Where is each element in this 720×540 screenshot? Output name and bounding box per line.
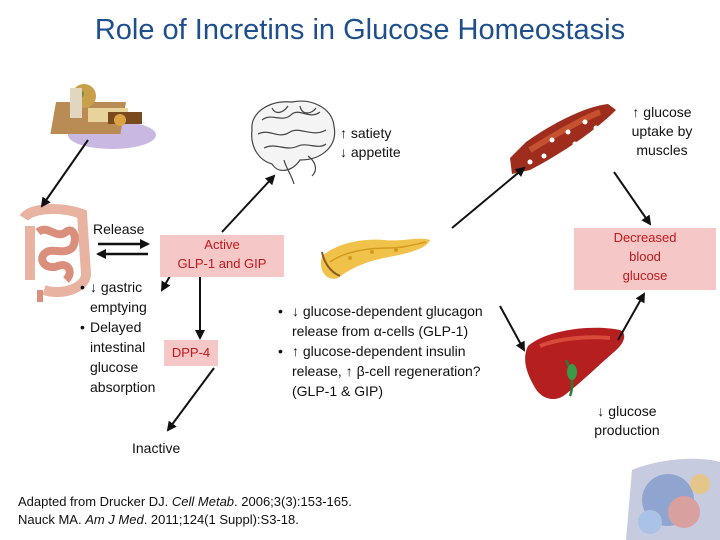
brain-effects: ↑ satiety ↓ appetite <box>340 124 450 162</box>
pancreas-icon <box>320 238 430 279</box>
arrow-active-to-gut <box>161 275 171 292</box>
liver-icon <box>525 327 625 400</box>
satiety-label: ↑ satiety <box>340 125 392 141</box>
active-incretins-box: Active GLP-1 and GIP <box>160 235 284 277</box>
pancreas-effect-glucagon: • ↓ glucose-dependent glucagon release f… <box>278 303 483 339</box>
intestine-icon <box>19 204 92 302</box>
arrow-pancreas-to-muscle <box>451 166 526 229</box>
brain-icon <box>251 100 336 185</box>
gut-effects: • ↓ gastric emptying • Delayed intestina… <box>80 277 190 397</box>
food-plate-icon <box>50 84 156 149</box>
arrow-muscle-to-blood <box>613 171 652 226</box>
arrow-active-to-brain <box>221 174 276 233</box>
release-label: Release <box>93 221 145 237</box>
arrow-food-to-gut <box>40 139 89 208</box>
liver-effect: ↓ glucose production <box>594 403 660 438</box>
dpp4-box: DPP-4 <box>164 340 218 366</box>
inactive-label: Inactive <box>132 440 181 456</box>
gut-effect-gastric: • ↓ gastric emptying <box>80 279 147 315</box>
muscle-effect: ↑ glucose uptake by muscles <box>631 104 693 158</box>
decreased-blood-glucose-box: Decreased blood glucose <box>574 228 716 290</box>
pancreas-effect-insulin: • ↑ glucose-dependent insulin release, ↑… <box>278 343 481 399</box>
arrow-pancreas-to-liver <box>499 305 525 352</box>
gut-effect-absorption: • Delayed intestinal glucose absorption <box>80 319 156 395</box>
reference-drucker: Adapted from Drucker DJ. Cell Metab. 200… <box>18 494 352 509</box>
abstract-art-icon <box>626 458 720 540</box>
arrow-liver-to-blood <box>617 292 645 341</box>
page-title: Role of Incretins in Glucose Homeostasis <box>94 14 626 46</box>
pancreas-effects: • ↓ glucose-dependent glucagon release f… <box>278 301 498 401</box>
reference-nauck: Nauck MA. Am J Med. 2011;124(1 Suppl):S3… <box>18 512 299 527</box>
references: Adapted from Drucker DJ. Cell Metab. 200… <box>18 493 438 529</box>
arrow-dpp4-to-inactive <box>166 367 215 432</box>
muscle-icon <box>510 104 616 174</box>
appetite-label: ↓ appetite <box>340 144 401 160</box>
